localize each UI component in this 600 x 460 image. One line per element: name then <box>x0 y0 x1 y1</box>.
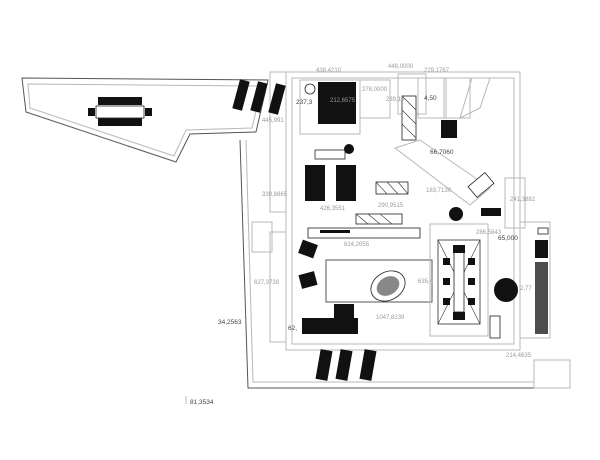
terrace-dining-set <box>88 97 152 126</box>
dim-label: 624,2055 <box>344 242 370 248</box>
dim-label: 65,000 <box>498 235 518 242</box>
terrace-outline <box>21 77 269 163</box>
dim-label: 339,8865 <box>262 192 288 198</box>
dim-label: 286,5843 <box>476 230 502 236</box>
dim-label: 239,15 <box>386 97 405 103</box>
dim-label: 34,2563 <box>218 319 242 326</box>
dim-label: 229,1767 <box>424 68 450 74</box>
dim-label: 66,7060 <box>430 149 454 156</box>
dim-label: 627,3738 <box>254 280 280 286</box>
dim-label: 62, <box>288 325 297 332</box>
dim-label: 81,3534 <box>190 399 214 406</box>
bottom-loungers <box>315 349 377 381</box>
outer-wall <box>239 139 534 389</box>
sofa <box>302 318 358 334</box>
dim-label: 214,4635 <box>506 353 532 359</box>
dim-label: 448,0000 <box>388 64 414 70</box>
dining-table <box>437 239 481 325</box>
double-bed <box>318 82 356 124</box>
dim-label: 426,3551 <box>320 206 346 212</box>
dim-label: 1047,8239 <box>376 315 405 321</box>
dim-label: 241,3882 <box>510 197 536 203</box>
dim-label: 212,6575 <box>330 98 356 104</box>
dim-label: 445,991 <box>262 118 284 124</box>
dim-label: 278,0000 <box>362 87 388 93</box>
dim-label: 183,7130 <box>426 188 452 194</box>
dim-label: 635,4 <box>418 279 434 285</box>
living-rug <box>325 259 433 303</box>
dim-label: 290,9515 <box>378 203 404 209</box>
dim-label: 438,4210 <box>316 68 342 74</box>
dim-label: 2,77 <box>520 286 532 292</box>
dim-label: 4,50 <box>424 95 437 102</box>
lamp-icon <box>304 83 316 95</box>
dim-label: 237,3 <box>296 99 313 106</box>
round-table <box>494 278 518 302</box>
top-loungers <box>232 79 286 115</box>
